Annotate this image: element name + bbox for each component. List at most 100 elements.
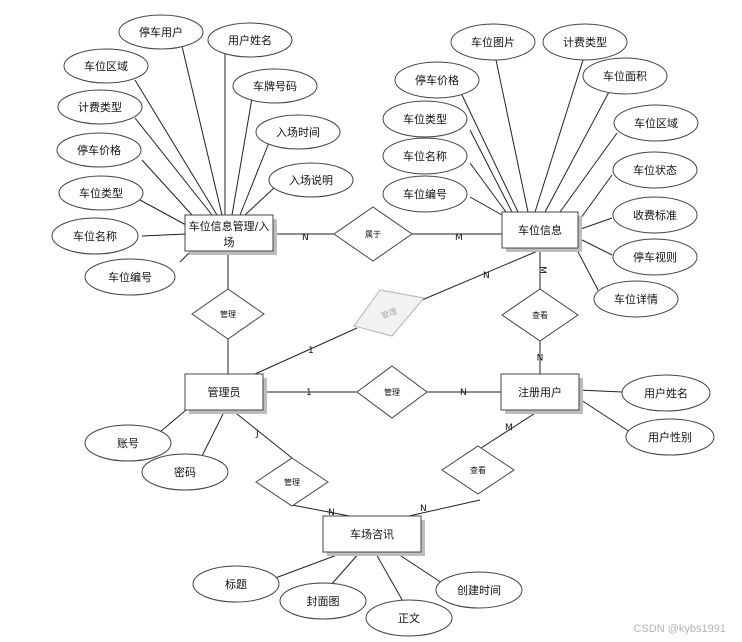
attr-user-gender: 用户性别: [625, 418, 715, 456]
attr-body: 正文: [365, 599, 453, 637]
relation-label: 管理: [284, 477, 300, 487]
relation-view-right: 查看: [501, 288, 579, 342]
attr-detail: 车位详情: [593, 280, 679, 318]
attr-label: 车位类型: [403, 112, 447, 126]
relation-label: 管理: [384, 387, 400, 397]
attr-label: 车位名称: [403, 149, 447, 163]
attr-label: 封面图: [307, 594, 340, 608]
attr-label: 标题: [225, 577, 247, 591]
attr-video: 停车视则: [612, 238, 698, 276]
cardinality-label: N: [460, 388, 467, 398]
attr-label: 车位状态: [633, 163, 677, 177]
attr-label: 停车视则: [633, 250, 677, 264]
relation-manage-center: 管理: [353, 289, 425, 337]
attr-label: 账号: [117, 437, 139, 450]
cardinality-labels: N M M N 1 N 1 N J N N M: [255, 233, 547, 518]
attr-slot-type: 车位类型: [382, 100, 468, 138]
relation-label: 管理: [220, 309, 236, 319]
attr-label: 停车价格: [415, 73, 459, 87]
entity-label: 注册用户: [518, 385, 562, 399]
attr-parking-user: 停车用户: [118, 14, 204, 50]
entity-consult: 车场咨讯: [322, 515, 425, 556]
parking-mgmt-attributes: 停车用户 用户姓名 车位区域 车牌号码 计费类型 入场时间 停车价格 入场说明 …: [51, 14, 354, 296]
admin-attributes: 账号 密码: [84, 424, 229, 491]
attr-label: 车位名称: [73, 229, 117, 243]
attr-label: 车位详情: [614, 292, 658, 306]
attr-label: 车位区域: [634, 116, 678, 130]
cardinality-label: M: [537, 266, 547, 274]
attr-label: 停车价格: [77, 143, 121, 157]
cardinality-label: J: [255, 429, 259, 439]
relation-manage-bottom: 管理: [255, 457, 329, 507]
attr-label: 停车用户: [139, 25, 183, 39]
attr-label: 用户姓名: [644, 386, 688, 400]
relation-manage-mid: 管理: [356, 365, 428, 419]
attr-account: 账号: [84, 424, 172, 462]
attr-label: 正文: [398, 611, 420, 625]
entity-admin: 管理员: [184, 373, 267, 414]
entity-label: 管理员: [208, 385, 241, 399]
entity-label: 车场咨讯: [350, 527, 394, 541]
relation-label: 查看: [532, 310, 548, 320]
attr-cover: 封面图: [279, 582, 367, 620]
attr-label: 车位区域: [84, 59, 128, 73]
attr-entry-note: 入场说明: [268, 162, 354, 198]
attr-label: 创建时间: [457, 583, 501, 597]
attr-user-name: 用户姓名: [207, 22, 293, 58]
attr-price: 停车价格: [56, 132, 142, 168]
watermark: CSDN @kybs1991: [634, 623, 726, 635]
attr-plate-no: 车牌号码: [232, 68, 318, 104]
cardinality-label: N: [420, 504, 427, 514]
attr-price: 停车价格: [394, 61, 480, 99]
attr-slot-name: 车位名称: [51, 217, 139, 255]
relation-view-bottom: 查看: [441, 445, 515, 495]
relation-label: 查看: [470, 465, 486, 475]
attr-label: 收费标准: [633, 208, 677, 222]
relation-belongs: 属于: [333, 206, 413, 262]
attr-status: 车位状态: [612, 151, 698, 189]
cardinality-label: N: [537, 351, 544, 361]
relation-manage-left: 管理: [191, 288, 265, 340]
cardinality-label: M: [505, 423, 513, 433]
attr-label: 车位类型: [79, 186, 123, 200]
attr-label: 入场说明: [289, 173, 333, 187]
attr-label: 车牌号码: [253, 79, 297, 93]
attr-area-size: 车位面积: [582, 57, 668, 95]
attr-entry-time: 入场时间: [255, 114, 341, 150]
parking-info-attributes: 车位图片 计费类型 停车价格 车位面积 车位类型 车位区域 车位名称 车位状态 …: [382, 23, 699, 318]
attr-billing-type: 计费类型: [57, 89, 143, 125]
attr-slot-name: 车位名称: [382, 137, 468, 175]
attr-label: 用户姓名: [228, 33, 272, 47]
attr-slot-no: 车位编号: [382, 175, 468, 213]
attr-label: 车位编号: [108, 270, 152, 284]
attr-created: 创建时间: [435, 571, 523, 609]
cardinality-label: N: [328, 508, 335, 518]
attr-region: 车位区域: [613, 104, 699, 142]
relation-label: 属于: [365, 230, 381, 239]
entity-label: 车位信息: [518, 223, 562, 237]
cardinality-label: M: [455, 233, 463, 243]
attr-image: 车位图片: [450, 23, 536, 61]
attr-label: 车位图片: [471, 35, 515, 49]
entity-parking-info: 车位信息: [501, 211, 582, 252]
attr-user-name: 用户姓名: [621, 374, 711, 412]
cardinality-label: 1: [308, 346, 314, 356]
attr-label: 计费类型: [78, 100, 122, 114]
attr-slot-type: 车位类型: [58, 175, 144, 211]
entity-label: 车位信息管理/入: [189, 219, 270, 233]
attr-label: 计费类型: [563, 35, 607, 49]
entity-registered-user: 注册用户: [500, 373, 583, 414]
cardinality-label: N: [302, 233, 309, 243]
attr-password: 密码: [141, 453, 229, 491]
attr-area: 车位区域: [63, 48, 149, 84]
cardinality-label: N: [483, 271, 490, 281]
attr-label: 用户性别: [648, 430, 692, 444]
attr-slot-no: 车位编号: [84, 258, 176, 296]
consult-attributes: 标题 封面图 正文 创建时间: [192, 565, 523, 637]
attr-billing-type: 计费类型: [542, 23, 628, 61]
attr-label: 车位编号: [403, 187, 447, 201]
user-attributes: 用户姓名 用户性别: [621, 374, 715, 456]
attr-label: 入场时间: [276, 125, 320, 139]
entity-label: 场: [224, 235, 235, 249]
